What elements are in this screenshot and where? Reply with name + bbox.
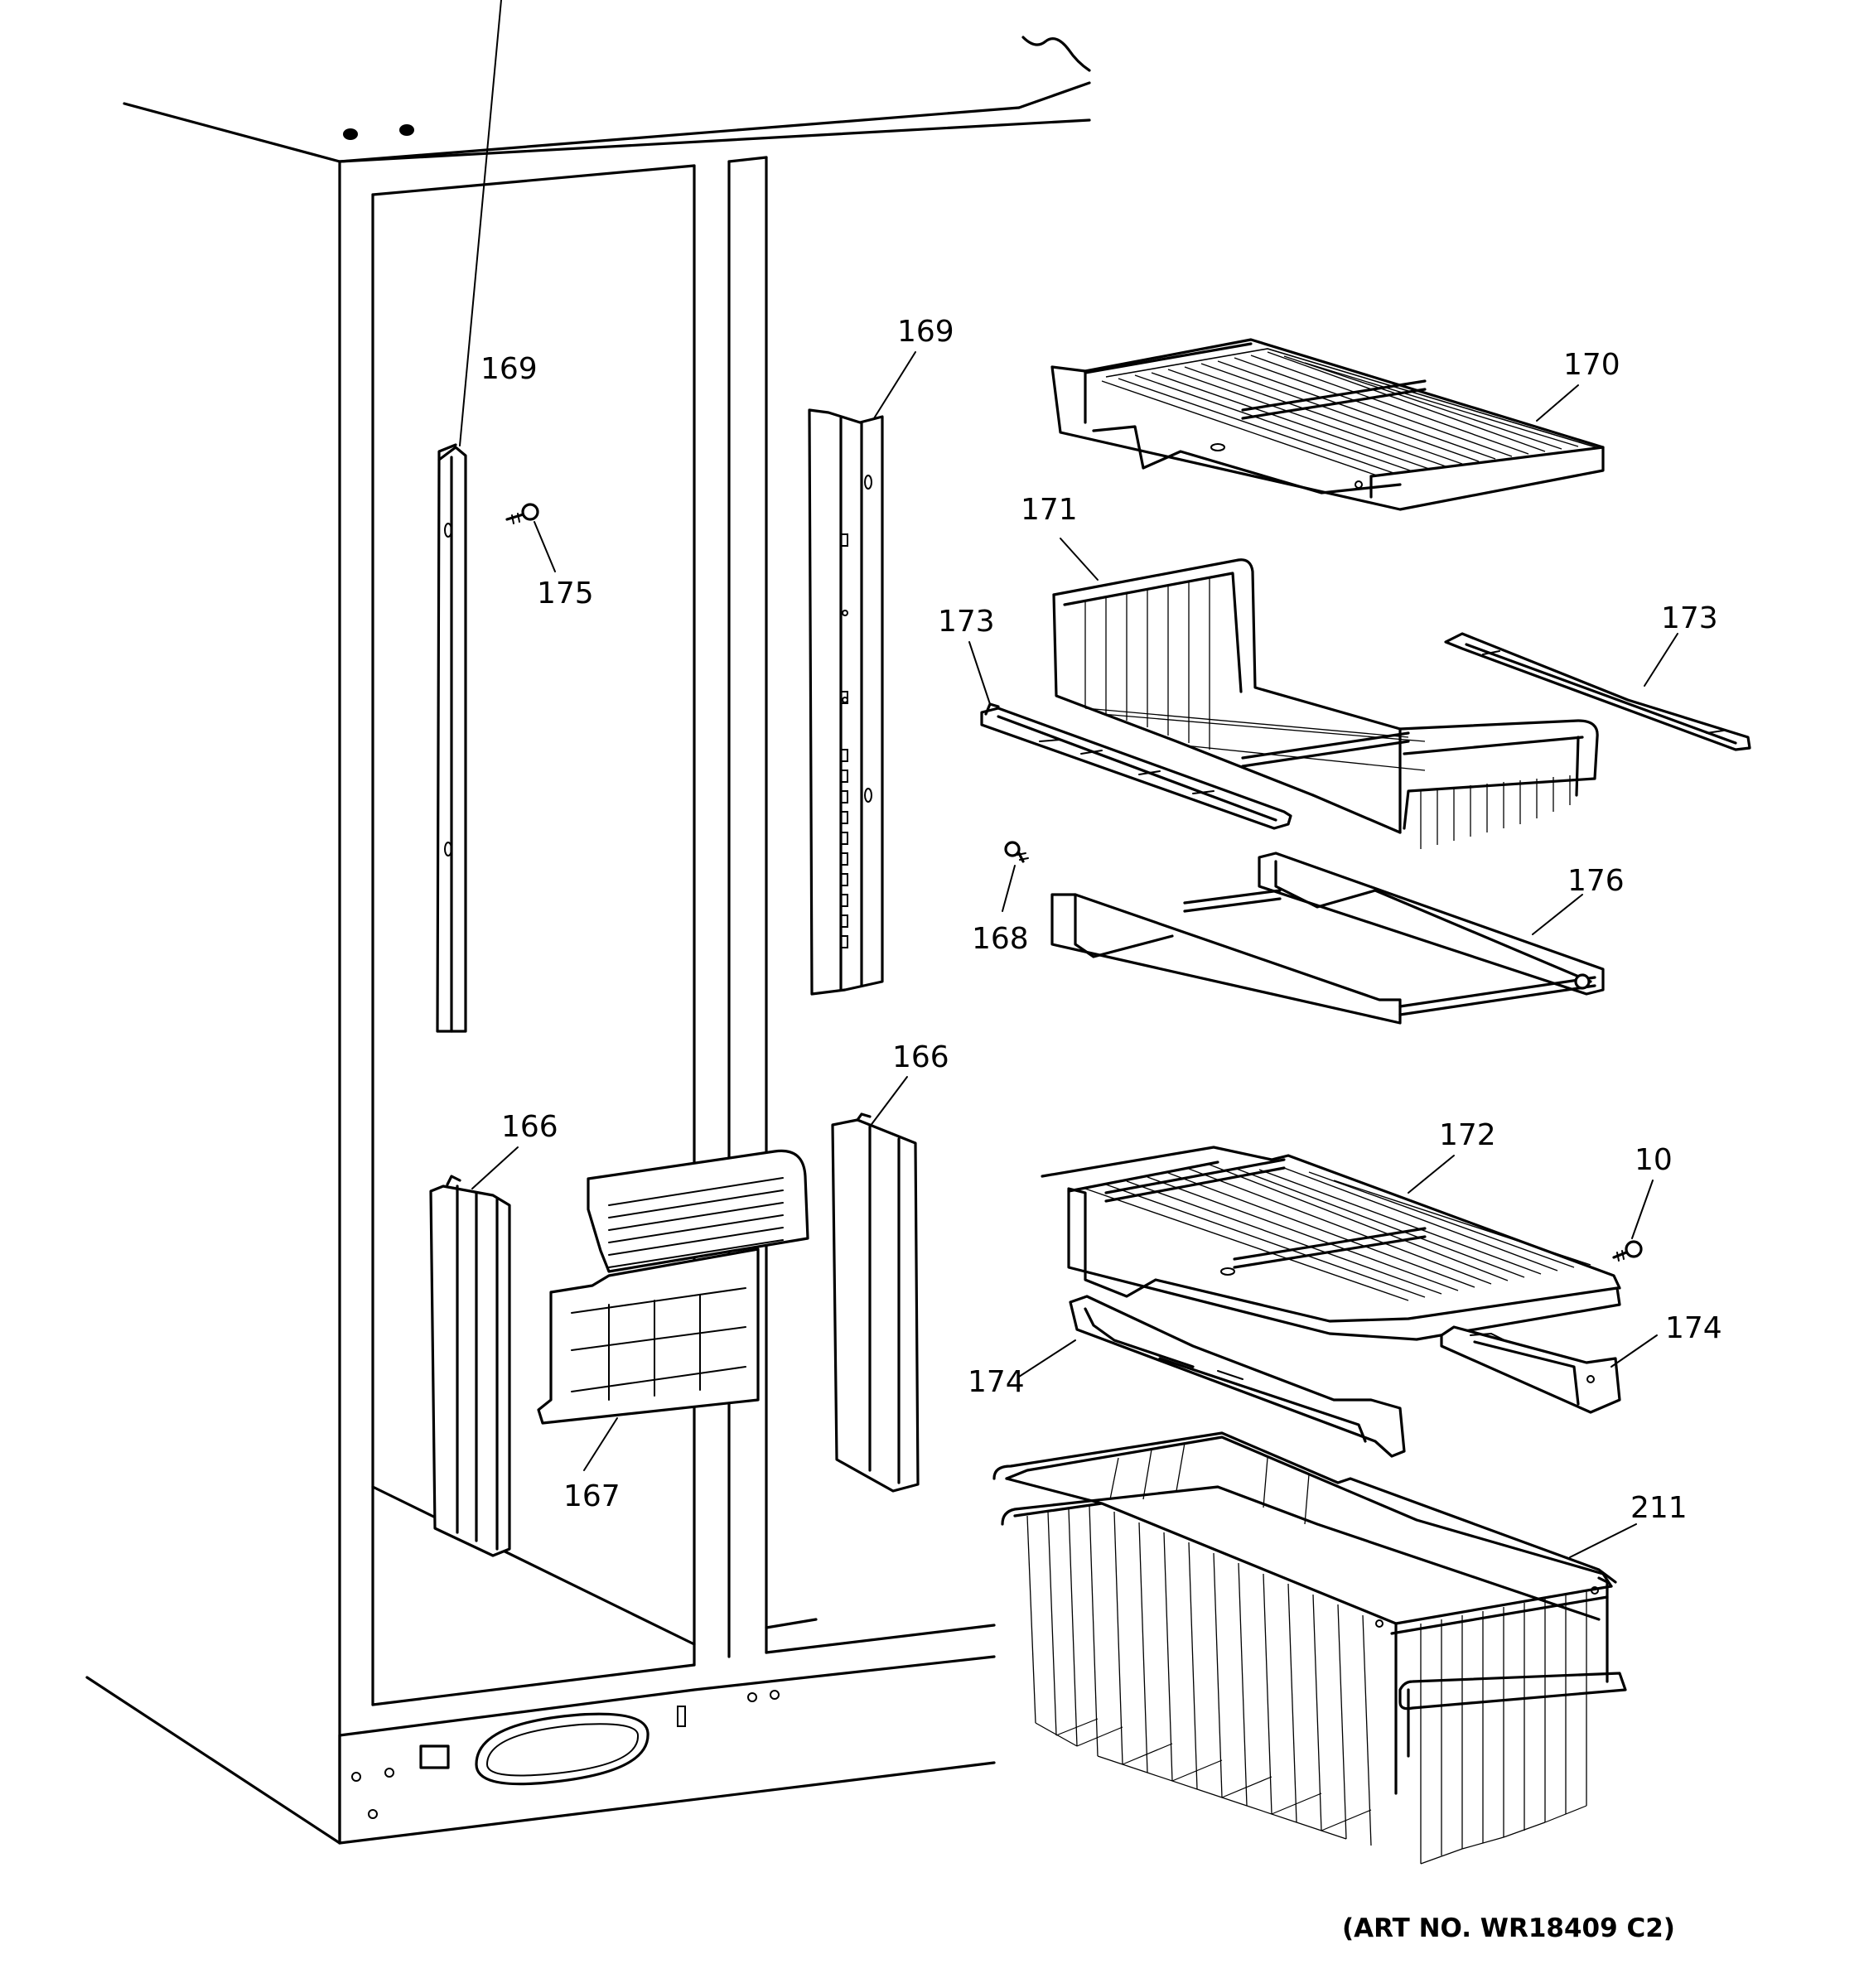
callout-176: 176 bbox=[1567, 864, 1625, 898]
callout-166-left: 166 bbox=[501, 1110, 558, 1144]
leader-175 bbox=[534, 521, 556, 572]
leader-174-right bbox=[1610, 1334, 1658, 1368]
wire-shelf-172 bbox=[1041, 1146, 1621, 1341]
air-diffuser-167 bbox=[537, 1149, 809, 1425]
shelf-rail-right-173 bbox=[1444, 632, 1751, 751]
leader-169-right bbox=[873, 351, 916, 419]
screw-175 bbox=[505, 503, 539, 524]
wire-shelf-170 bbox=[1050, 338, 1605, 511]
shelf-bracket-right-174 bbox=[1440, 1325, 1621, 1414]
shelf-rail-left-173 bbox=[980, 702, 1292, 830]
leader-172 bbox=[1408, 1155, 1455, 1194]
callout-174-left: 174 bbox=[968, 1365, 1025, 1399]
shelf-support-rail-left-169 bbox=[436, 443, 467, 1033]
leader-10 bbox=[1631, 1180, 1654, 1239]
wire-basket-171 bbox=[1052, 558, 1599, 849]
leader-173-right bbox=[1644, 633, 1678, 687]
refrigerator-cabinet bbox=[85, 36, 1091, 1845]
shelf-bracket-left-174 bbox=[1069, 1295, 1406, 1458]
screw-168 bbox=[1004, 841, 1029, 863]
callout-10: 10 bbox=[1635, 1143, 1673, 1177]
callout-168: 168 bbox=[972, 922, 1029, 956]
leader-171 bbox=[1060, 538, 1099, 581]
callout-169-right: 169 bbox=[897, 315, 954, 349]
callout-173-right: 173 bbox=[1661, 601, 1718, 635]
leader-176 bbox=[1532, 894, 1583, 935]
callout-labels: 169 169 175 170 171 173 173 168 176 166 … bbox=[480, 315, 1722, 1525]
callout-172: 172 bbox=[1439, 1118, 1496, 1152]
callout-174-right: 174 bbox=[1665, 1311, 1722, 1345]
callout-166-right: 166 bbox=[892, 1040, 949, 1074]
screw-10 bbox=[1612, 1240, 1643, 1262]
callout-170: 170 bbox=[1563, 348, 1620, 382]
vertical-trim-right-166 bbox=[831, 1112, 920, 1493]
callout-169-left: 169 bbox=[480, 352, 538, 386]
callout-167: 167 bbox=[563, 1479, 621, 1513]
wire-basket-211 bbox=[992, 1431, 1627, 1865]
leader-166-right bbox=[869, 1076, 908, 1127]
leader-174-left bbox=[1018, 1339, 1076, 1378]
vertical-trim-left-166 bbox=[429, 1175, 511, 1557]
leader-lines bbox=[459, 0, 1678, 1558]
leader-170 bbox=[1536, 384, 1579, 422]
leader-168 bbox=[1002, 865, 1016, 912]
shelf-frame-176 bbox=[1050, 852, 1605, 1025]
callout-175: 175 bbox=[537, 577, 594, 610]
callout-171: 171 bbox=[1021, 493, 1078, 527]
callout-173-left: 173 bbox=[938, 605, 995, 639]
callout-211: 211 bbox=[1630, 1491, 1688, 1525]
leader-166-left bbox=[471, 1146, 519, 1189]
art-number: (ART NO. WR18409 C2) bbox=[1342, 1913, 1675, 1943]
leader-211 bbox=[1569, 1523, 1637, 1558]
leader-169-left bbox=[459, 0, 502, 446]
leader-167 bbox=[583, 1417, 618, 1471]
leader-173-left bbox=[968, 641, 991, 705]
shelf-support-rail-right-169 bbox=[808, 408, 884, 996]
